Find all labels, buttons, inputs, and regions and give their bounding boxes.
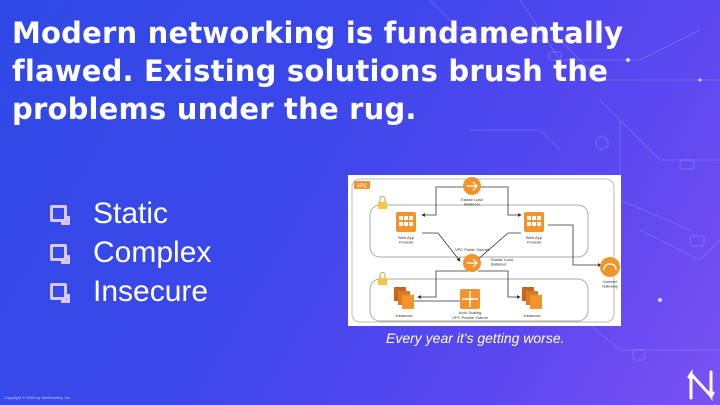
firewall-icon [396,212,416,232]
checkbox-bullet-icon [50,244,70,264]
svg-text:Firewall: Firewall [399,240,413,245]
instances-icon [522,287,542,309]
svg-text:Balancer: Balancer [464,202,480,207]
bullet-complex: Complex [50,233,211,272]
bullet-label: Insecure [93,274,209,308]
svg-text:Firewall: Firewall [527,240,541,245]
checkbox-bullet-icon [50,205,70,225]
firewall-icon [524,212,544,232]
svg-text:Internet: Internet [603,279,617,284]
aws-architecture-diagram: VPC Elastic Load Balancer [348,175,621,326]
netfoundry-logo-icon [687,369,715,401]
copyright-notice: Copyright © 2024 by NetFoundry, Inc. [4,395,71,400]
private-subnet-label: VPC Private Subnet [452,315,488,320]
load-balancer-icon [463,254,481,272]
bullet-label: Complex [93,235,212,269]
bullet-insecure: Insecure [50,272,211,311]
diagram-canvas: VPC Elastic Load Balancer [351,177,620,323]
checkbox-bullet-icon [50,283,70,303]
problem-list: Static Complex Insecure [50,194,211,311]
elb-top-label: Elastic Load [461,197,483,202]
vpc-boundary [351,178,615,323]
slide-headline: Modern networking is fundamentally flawe… [12,16,624,126]
lock-icon [378,272,387,285]
diagram-caption: Every year it's getting worse. [386,330,565,346]
bullet-label: Static [93,196,169,230]
public-subnet-box [369,204,589,258]
svg-text:Elastic Load: Elastic Load [491,257,513,262]
instances-right-label: Instances [523,313,540,318]
auto-scaling-icon [460,289,480,309]
public-subnet-label: VPC Public Subnet [455,247,490,252]
private-subnet-box [369,278,589,322]
vpc-label: VPC [357,184,368,190]
bullet-static: Static [50,194,211,233]
lock-icon [378,196,387,209]
load-balancer-icon [463,177,481,195]
svg-text:Balancer: Balancer [491,262,507,267]
svg-text:Web App: Web App [398,235,415,240]
svg-text:Gateway: Gateway [602,284,618,289]
auto-scaling-label: Auto Scaling [459,310,481,315]
svg-text:Web App: Web App [526,235,543,240]
vpc-tag [354,181,370,189]
internet-gateway-icon [600,257,620,277]
instances-left-label: Instances [395,313,412,318]
instances-icon [394,287,414,309]
